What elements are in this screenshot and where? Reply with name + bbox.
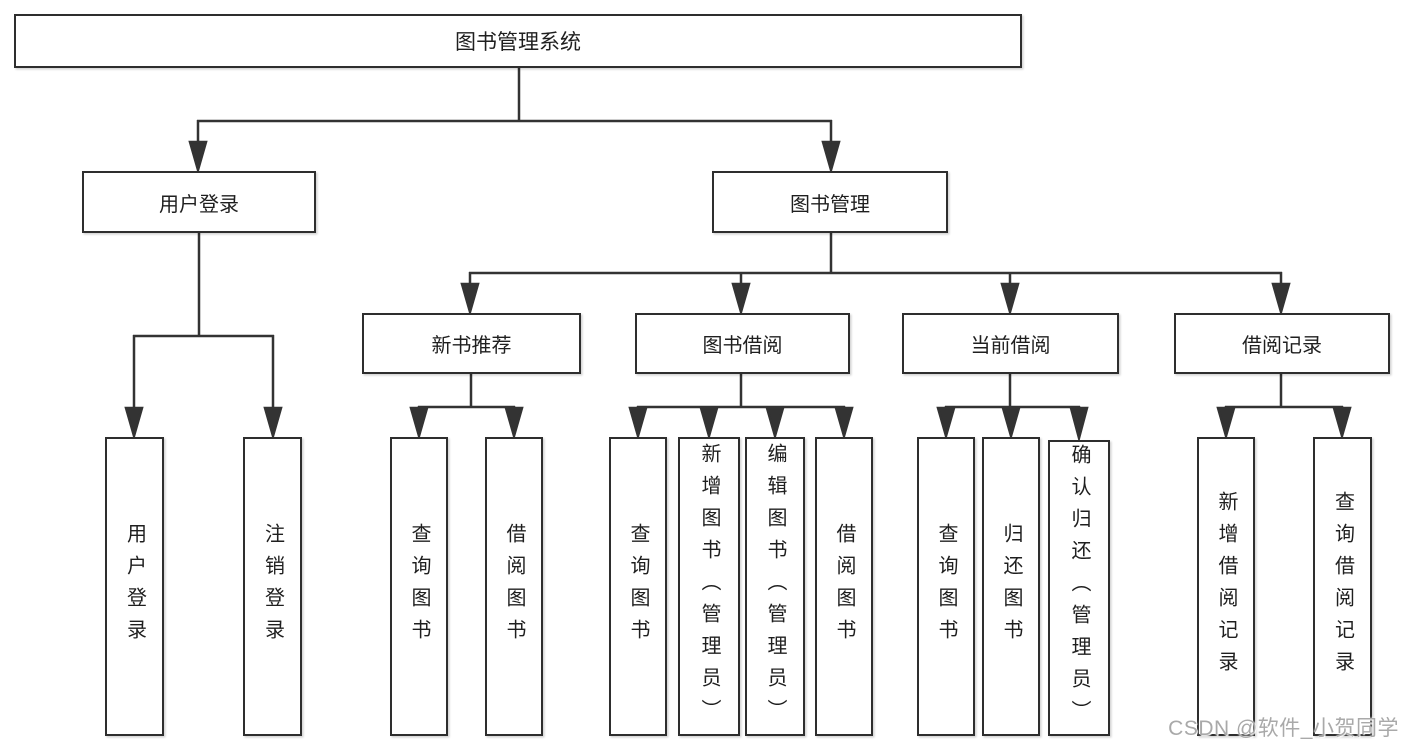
leaf-label: 新增图书（管理员） [698, 442, 720, 731]
watermark: CSDN @软件_小贺同学 [1168, 717, 1399, 740]
leaf-label: 查询图书 [935, 522, 957, 651]
leaf-query-books-borrow: 查询图书 [609, 437, 667, 736]
connector-book-borrow [628, 374, 854, 441]
leaf-query-borrow-record: 查询借阅记录 [1313, 437, 1372, 736]
leaf-borrow-books-recommend: 借阅图书 [485, 437, 543, 736]
node-book-borrow: 图书借阅 [635, 313, 850, 374]
leaf-query-books-recommend: 查询图书 [390, 437, 448, 736]
node-borrow-records: 借阅记录 [1174, 313, 1390, 374]
connector-new-book [409, 374, 524, 441]
leaf-label: 查询借阅记录 [1331, 490, 1354, 683]
leaf-label: 注销登录 [261, 522, 284, 651]
leaf-label: 新增借阅记录 [1215, 490, 1237, 683]
node-new-book-recommend: 新书推荐 [362, 313, 581, 374]
connector-borrow-records [1216, 374, 1352, 441]
leaf-return-books: 归还图书 [982, 437, 1040, 736]
leaf-label: 查询图书 [627, 522, 649, 651]
leaf-add-books-admin: 新增图书（管理员） [678, 437, 740, 736]
leaf-label: 用户登录 [123, 522, 146, 651]
leaf-label: 确认归还（管理员） [1068, 444, 1090, 732]
leaf-label: 编辑图书（管理员） [764, 442, 786, 731]
leaf-label: 借阅图书 [503, 522, 525, 651]
node-library-system: 图书管理系统 [14, 14, 1022, 68]
connector-book-management [460, 233, 1291, 317]
leaf-confirm-return-admin: 确认归还（管理员） [1048, 440, 1110, 736]
leaf-add-borrow-record: 新增借阅记录 [1197, 437, 1255, 736]
connector-root [188, 68, 841, 175]
leaf-borrow-books: 借阅图书 [815, 437, 873, 736]
node-book-management: 图书管理 [712, 171, 948, 233]
leaf-query-books-current: 查询图书 [917, 437, 975, 736]
leaf-edit-books-admin: 编辑图书（管理员） [745, 437, 805, 736]
leaf-logout: 注销登录 [243, 437, 302, 736]
leaf-label: 查询图书 [408, 522, 430, 651]
connector-user-login [124, 233, 283, 441]
node-current-borrow: 当前借阅 [902, 313, 1119, 374]
leaf-label: 归还图书 [1000, 522, 1022, 651]
leaf-label: 借阅图书 [833, 522, 855, 651]
node-user-login: 用户登录 [82, 171, 316, 233]
connector-current-borrow [936, 374, 1089, 443]
leaf-user-login: 用户登录 [105, 437, 164, 736]
